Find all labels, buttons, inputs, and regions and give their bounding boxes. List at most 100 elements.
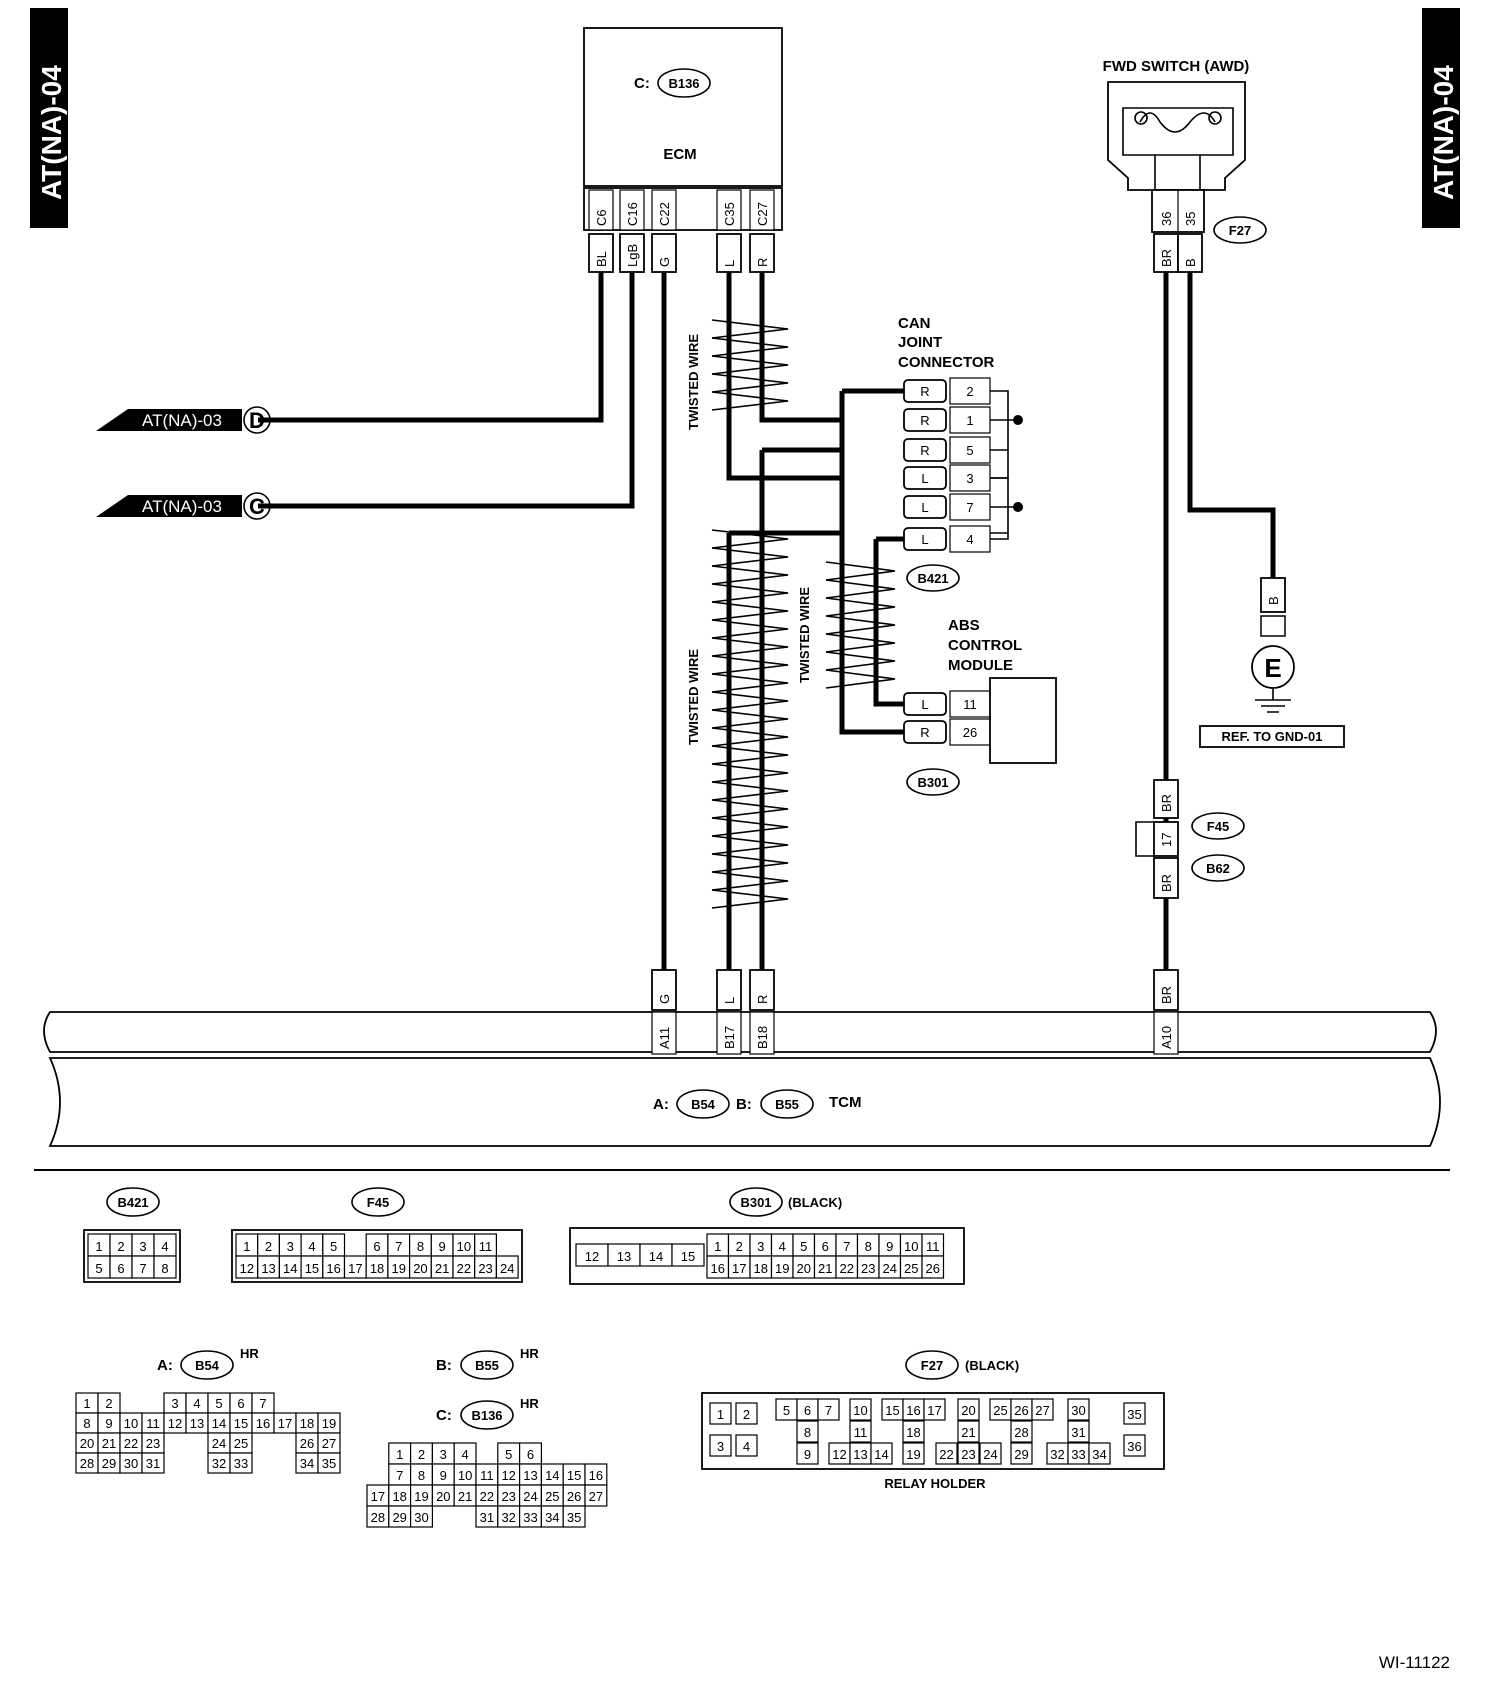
f27-cell-7: 7 bbox=[825, 1403, 832, 1418]
f45-cell-23: 23 bbox=[478, 1261, 492, 1276]
b54-cell-28: 28 bbox=[80, 1456, 94, 1471]
f27-cell-6: 6 bbox=[804, 1403, 811, 1418]
tcm-wire-a11: G bbox=[657, 994, 672, 1004]
b54-cell-17: 17 bbox=[278, 1416, 292, 1431]
tcm-wire-b17: L bbox=[722, 997, 737, 1004]
b54-cell-18: 18 bbox=[300, 1416, 314, 1431]
tcm-prefix-b: B: bbox=[736, 1096, 752, 1113]
f27-cell-34: 34 bbox=[1092, 1447, 1106, 1462]
ecm-connector-id: B136 bbox=[668, 76, 699, 91]
b136-cell-30: 30 bbox=[414, 1510, 428, 1525]
ecm-pin-c35: C35 bbox=[722, 202, 737, 226]
b421-cell-6: 6 bbox=[117, 1261, 124, 1276]
f45-cell-10: 10 bbox=[457, 1239, 471, 1254]
b136-cell-19: 19 bbox=[414, 1489, 428, 1504]
b301-cell-9: 9 bbox=[886, 1239, 893, 1254]
ecm-box: C: B136 ECM bbox=[583, 27, 783, 231]
b136-cell-27: 27 bbox=[589, 1489, 603, 1504]
f27-cell-33: 33 bbox=[1071, 1447, 1085, 1462]
b136-cell-31: 31 bbox=[480, 1510, 494, 1525]
can-wire-4: L bbox=[921, 500, 928, 515]
ecm-wire-tag bbox=[716, 233, 742, 273]
b54-cell-1: 1 bbox=[83, 1396, 90, 1411]
f45-cell-20: 20 bbox=[413, 1261, 427, 1276]
tcm-wire-b18: R bbox=[755, 995, 770, 1004]
f45-cell-16: 16 bbox=[326, 1261, 340, 1276]
wire-l-ecm bbox=[726, 272, 842, 481]
f45-cell-9: 9 bbox=[439, 1239, 446, 1254]
f27-cell-9: 9 bbox=[804, 1447, 811, 1462]
face-b55-prefix: B: bbox=[436, 1357, 452, 1374]
f45-cell-2: 2 bbox=[265, 1239, 272, 1254]
b54-cell-27: 27 bbox=[322, 1436, 336, 1451]
b301-left-cell-14: 14 bbox=[649, 1249, 663, 1264]
b54-cell-9: 9 bbox=[105, 1416, 112, 1431]
can-pin-4: 4 bbox=[966, 532, 973, 547]
can-title-1: CAN bbox=[898, 315, 931, 332]
b421-cell-5: 5 bbox=[95, 1261, 102, 1276]
f45-cell-17: 17 bbox=[348, 1261, 362, 1276]
abs-title-3: MODULE bbox=[948, 657, 1013, 674]
face-b54-id: B54 bbox=[195, 1358, 220, 1373]
b136-cell-33: 33 bbox=[523, 1510, 537, 1525]
ground-symbol: B E REF. TO GND-01 bbox=[1199, 577, 1345, 748]
f27-cell-17: 17 bbox=[927, 1403, 941, 1418]
b54-cell-3: 3 bbox=[171, 1396, 178, 1411]
can-wire-0: R bbox=[920, 384, 929, 399]
f27-cell-31: 31 bbox=[1071, 1425, 1085, 1440]
b136-cell-14: 14 bbox=[545, 1468, 559, 1483]
b136-cell-32: 32 bbox=[501, 1510, 515, 1525]
fwd-wire-b: B bbox=[1183, 258, 1198, 267]
abs-wire-0: L bbox=[921, 697, 928, 712]
f45-cell-22: 22 bbox=[457, 1261, 471, 1276]
b301-cell-8: 8 bbox=[865, 1239, 872, 1254]
b301-cell-10: 10 bbox=[904, 1239, 918, 1254]
tcm-prefix-a: A: bbox=[653, 1096, 669, 1113]
b136-cell-23: 23 bbox=[501, 1489, 515, 1504]
can-wire-3: L bbox=[921, 471, 928, 486]
can-title-2: JOINT bbox=[898, 334, 942, 351]
b136-cell-1: 1 bbox=[396, 1447, 403, 1462]
twisted-wire-label-1: TWISTED WIRE bbox=[686, 334, 701, 430]
b421-cell-7: 7 bbox=[139, 1261, 146, 1276]
face-b54-prefix: A: bbox=[157, 1357, 173, 1374]
f27-cell-16: 16 bbox=[906, 1403, 920, 1418]
f45-cell-5: 5 bbox=[330, 1239, 337, 1254]
b136-cell-25: 25 bbox=[545, 1489, 559, 1504]
f45-cell-12: 12 bbox=[240, 1261, 254, 1276]
twisted-wire-abs bbox=[825, 561, 896, 689]
ecm-wire-tag bbox=[588, 233, 614, 273]
page-tab-left-label: AT(NA)-04 bbox=[36, 65, 67, 200]
ref-d-letter: D bbox=[249, 408, 265, 433]
b54-cell-7: 7 bbox=[259, 1396, 266, 1411]
f27-cell-18: 18 bbox=[906, 1425, 920, 1440]
b301-cell-26: 26 bbox=[926, 1261, 940, 1276]
wire-l-abs bbox=[873, 539, 920, 707]
twisted-wire-label-3: TWISTED WIRE bbox=[797, 587, 812, 683]
ecm-pin-c16: C16 bbox=[625, 202, 640, 226]
tcm-connector-b: B55 bbox=[775, 1097, 799, 1112]
b136-cell-26: 26 bbox=[567, 1489, 581, 1504]
b54-cell-29: 29 bbox=[102, 1456, 116, 1471]
b54-cell-12: 12 bbox=[168, 1416, 182, 1431]
f27-cell-26: 26 bbox=[1014, 1403, 1028, 1418]
b136-cell-6: 6 bbox=[527, 1447, 534, 1462]
f27-cell-12: 12 bbox=[832, 1447, 846, 1462]
f45-cell-11: 11 bbox=[479, 1239, 493, 1254]
fwd-connector-id: F27 bbox=[1229, 223, 1251, 238]
f27-cell-11: 11 bbox=[854, 1425, 868, 1440]
b136-cell-18: 18 bbox=[392, 1489, 406, 1504]
abs-pin-26: 26 bbox=[963, 725, 977, 740]
page-tab-right: AT(NA)-04 bbox=[1422, 8, 1460, 228]
ecm-connector-prefix: C: bbox=[634, 75, 650, 92]
b54-cell-5: 5 bbox=[215, 1396, 222, 1411]
f45-cell-6: 6 bbox=[373, 1239, 380, 1254]
b136-cell-13: 13 bbox=[523, 1468, 537, 1483]
b301-cell-22: 22 bbox=[840, 1261, 854, 1276]
b421-cell-4: 4 bbox=[161, 1239, 168, 1254]
twisted-wire-bottom bbox=[711, 529, 789, 909]
b301-cell-20: 20 bbox=[797, 1261, 811, 1276]
face-b136-suffix: HR bbox=[520, 1396, 539, 1411]
b301-left-cell-13: 13 bbox=[617, 1249, 631, 1264]
